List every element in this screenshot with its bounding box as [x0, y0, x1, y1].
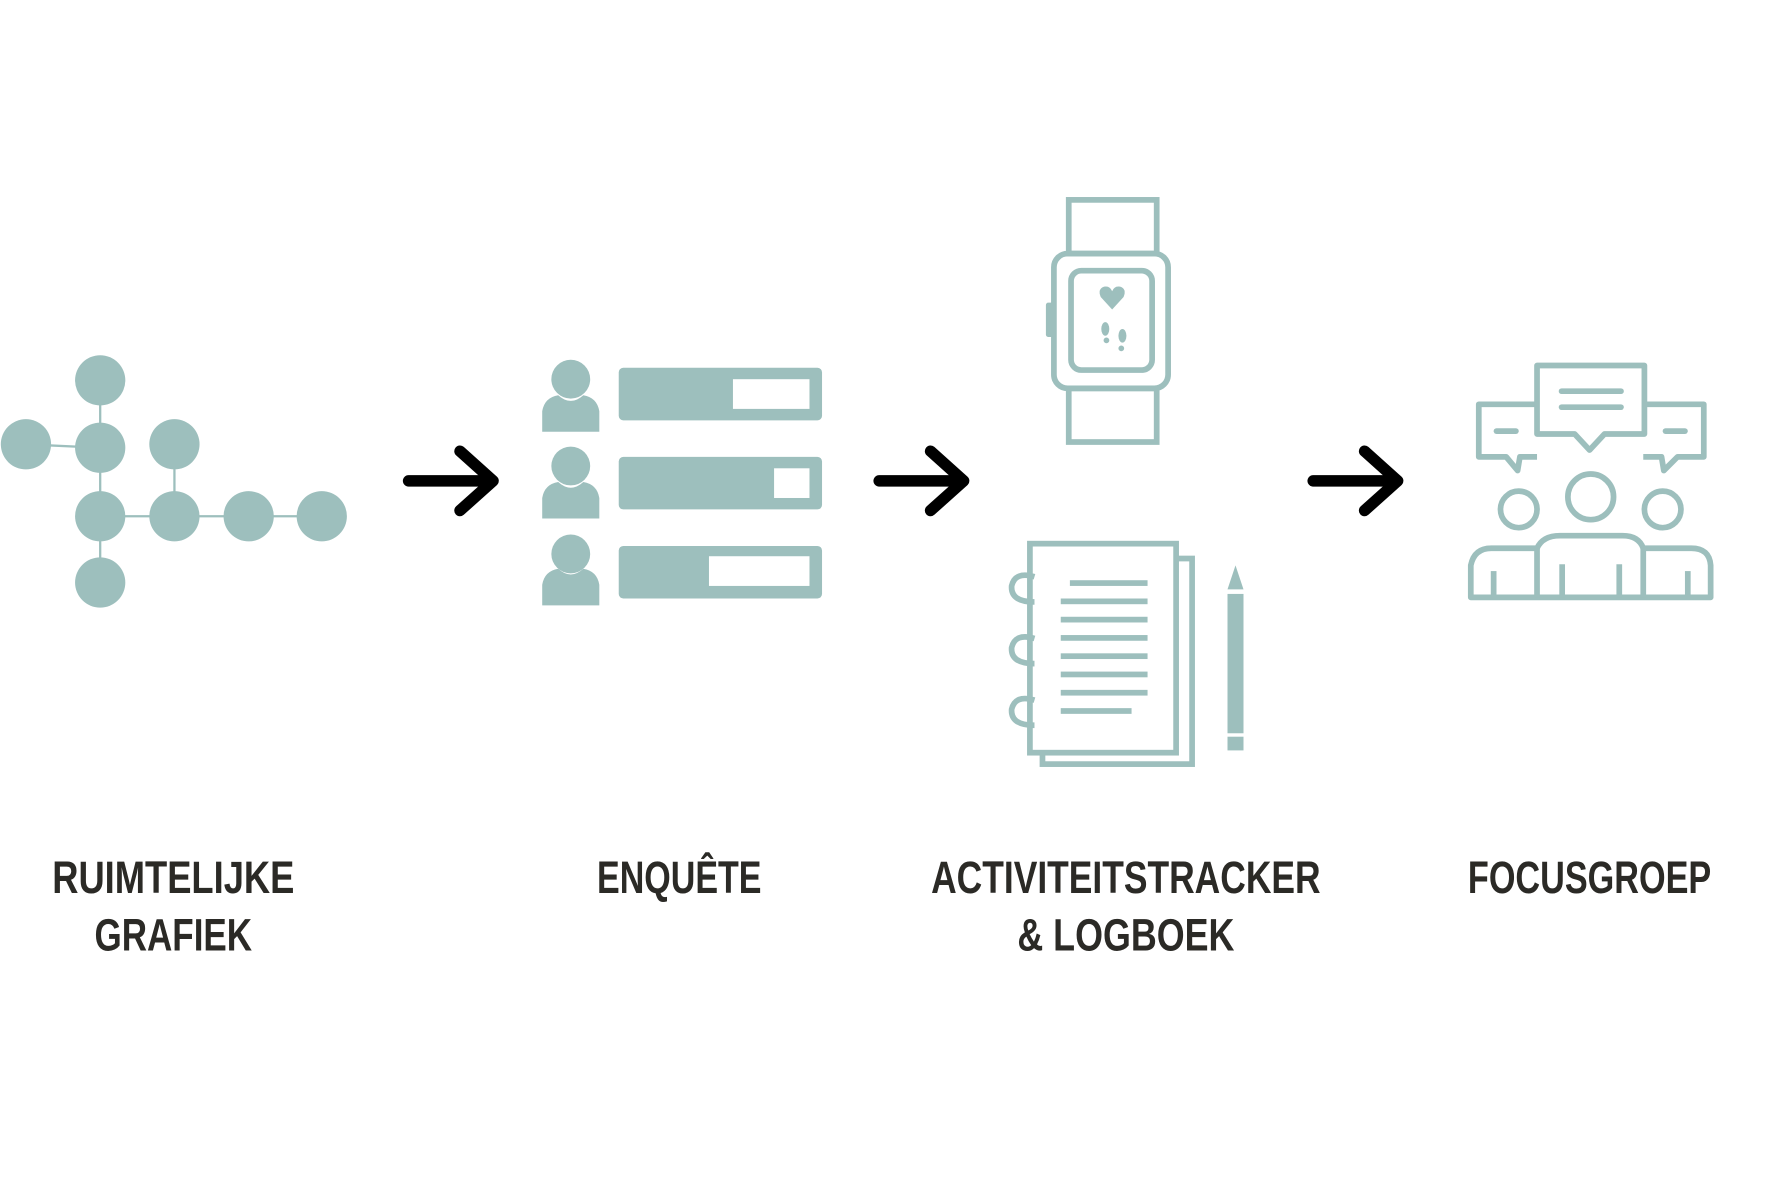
footsteps-icon — [1101, 322, 1127, 352]
label-line: GRAFIEK — [94, 909, 252, 960]
arrow-right-icon — [873, 445, 970, 517]
step-label-enquete: ENQUÊTE — [597, 851, 761, 903]
step-label-focusgroep: FOCUSGROEP — [1468, 852, 1711, 903]
label-line: ACTIVITEITSTRACKER — [931, 852, 1320, 903]
label-line: FOCUSGROEP — [1468, 852, 1711, 903]
step-label-ruimtelijke-grafiek: RUIMTELIJKE GRAFIEK — [52, 852, 294, 960]
heart-icon — [1099, 286, 1125, 310]
survey-icon — [542, 359, 823, 606]
smartwatch-icon — [1045, 197, 1171, 445]
notebook-icon — [1008, 540, 1244, 767]
label-line: & LOGBOEK — [1017, 909, 1234, 960]
pencil-icon — [1227, 565, 1244, 751]
label-line: RUIMTELIJKE — [52, 852, 294, 903]
arrow-right-icon — [402, 445, 499, 517]
arrow-right-icon — [1307, 445, 1404, 517]
label-line: ENQUÊTE — [597, 851, 761, 903]
focus-group-icon — [1467, 362, 1714, 601]
network-graph-icon — [0, 355, 347, 608]
step-label-activiteitstracker-logboek: ACTIVITEITSTRACKER & LOGBOEK — [931, 852, 1320, 960]
